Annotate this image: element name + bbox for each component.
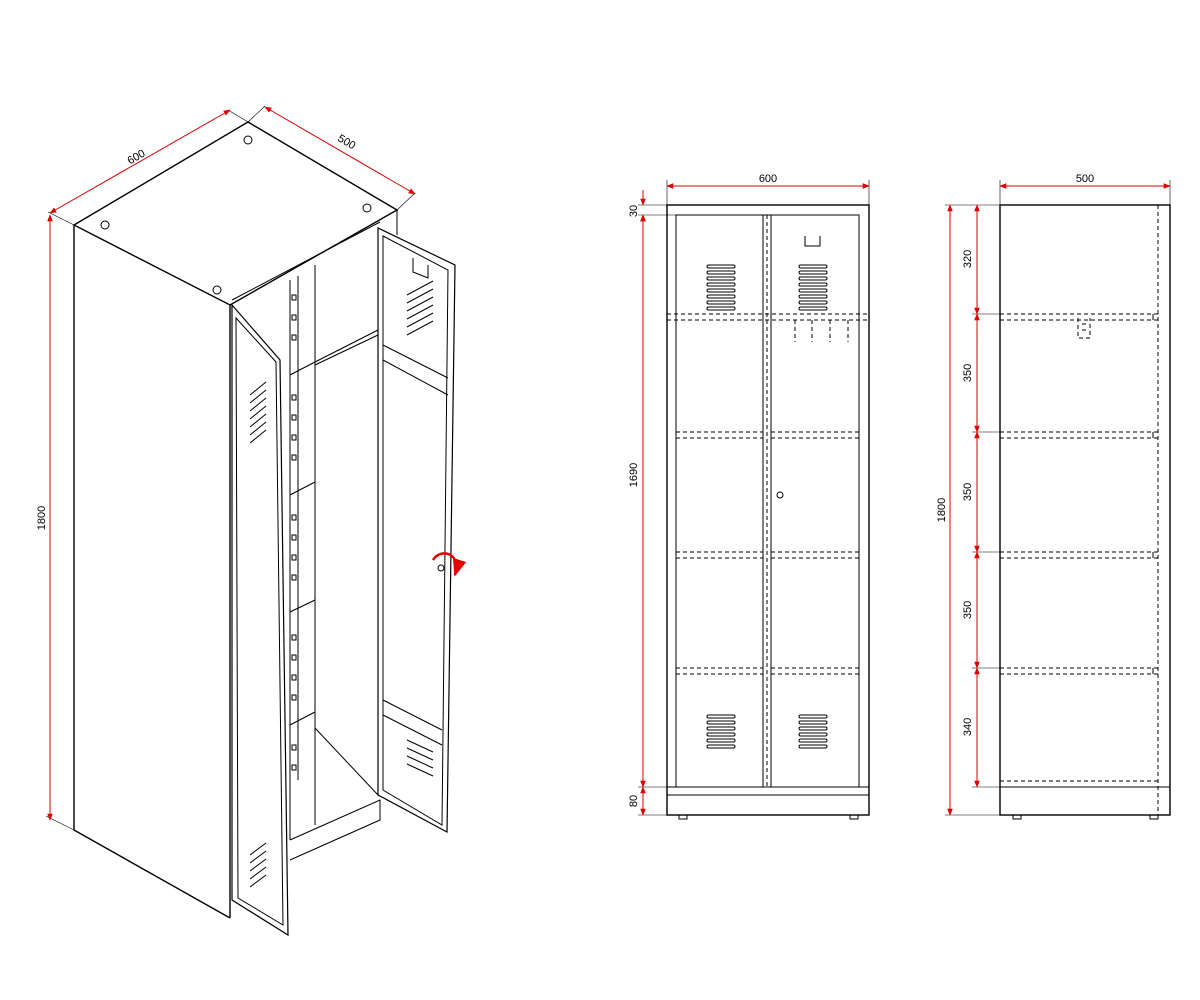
cabinet-body [72,121,399,919]
vent-slots-icon [706,714,736,749]
iso-height-label: 1800 [36,506,48,530]
vent-slots-icon [798,264,828,311]
front-top-gap-label: 30 [628,205,640,217]
side-cabinet [999,204,1171,820]
front-dimensions: 600 30 1690 80 [628,173,870,816]
shelves [289,329,381,861]
side-spacing-label: 350 [962,364,974,382]
front-view: 600 30 1690 80 [628,173,870,820]
side-spacing-label: 320 [962,250,974,268]
side-view: 500 1800 320 350 350 350 340 [936,173,1171,820]
vent-slots-icon [249,381,267,444]
side-shelves [1000,313,1158,782]
bolt-icon [243,135,253,145]
bolt-icon [100,220,110,230]
divider-strip [291,276,299,780]
front-width-label: 600 [759,173,777,185]
iso-dimensions: 600 500 1800 [36,105,416,831]
side-spacing-label: 350 [962,601,974,619]
rotation-arrow-icon [431,552,467,577]
hanger-rail-icon [1077,318,1091,339]
front-door-height-label: 1690 [628,463,640,487]
front-shelves [667,313,869,675]
vent-slots-icon [798,714,828,749]
bolt-icon [362,203,372,213]
vent-slots-icon [406,280,434,336]
front-cabinet [666,204,870,820]
side-spacing-label: 340 [962,718,974,736]
lock-icon [437,564,445,572]
side-dimensions: 500 1800 320 350 350 350 340 [936,173,1171,816]
left-door [231,303,289,937]
side-height-label: 1800 [936,498,948,522]
iso-width-label: 600 [126,148,148,168]
lock-icon [776,491,784,499]
bolt-icon [212,285,222,295]
side-spacing-label: 350 [962,483,974,501]
vent-slots-icon [706,264,736,311]
side-depth-label: 500 [1076,173,1094,185]
vent-slots-icon [406,739,434,777]
hook-icon [804,236,821,247]
isometric-view: 600 500 1800 [36,105,467,937]
hook-icon [412,258,429,279]
front-plinth-label: 80 [628,795,640,807]
vent-slots-icon [249,842,267,888]
right-door [377,227,467,833]
